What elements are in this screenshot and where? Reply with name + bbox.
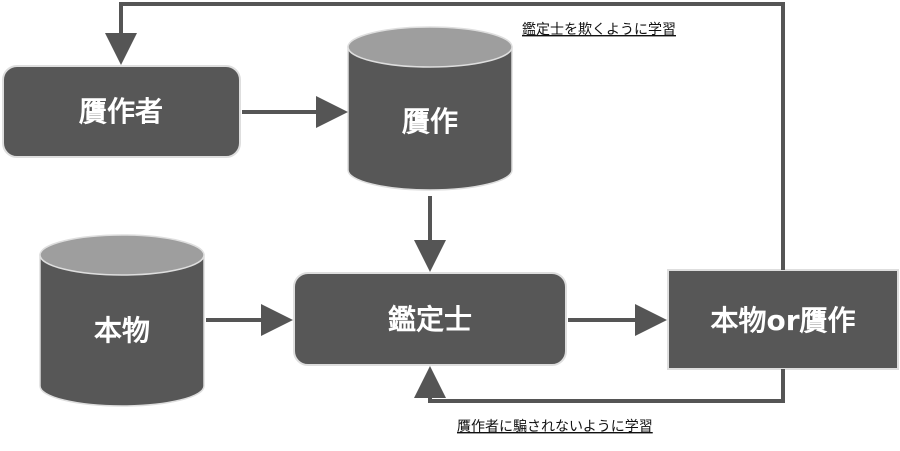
output-node: 本物or贋作 bbox=[667, 269, 899, 370]
output-to-forger-feedback-arrow bbox=[105, 2, 785, 270]
appraiser-learning-label: 贋作者に騙されないように学習 bbox=[457, 419, 653, 435]
genuine-node: 本物 bbox=[39, 234, 205, 407]
forger-node: 贋作者 bbox=[2, 65, 241, 158]
output-to-appraiser-feedback-arrow bbox=[414, 366, 785, 403]
forgery-label: 贋作 bbox=[402, 105, 458, 138]
appraiser-label: 鑑定士 bbox=[388, 303, 472, 336]
forger-learning-label: 鑑定士を欺くように学習 bbox=[522, 21, 676, 38]
forger-label: 贋作者 bbox=[79, 95, 163, 128]
appraiser-node: 鑑定士 bbox=[293, 272, 567, 366]
forgery-node: 贋作 bbox=[347, 26, 513, 191]
genuine-label: 本物 bbox=[94, 314, 150, 347]
output-label: 本物or贋作 bbox=[710, 304, 855, 337]
